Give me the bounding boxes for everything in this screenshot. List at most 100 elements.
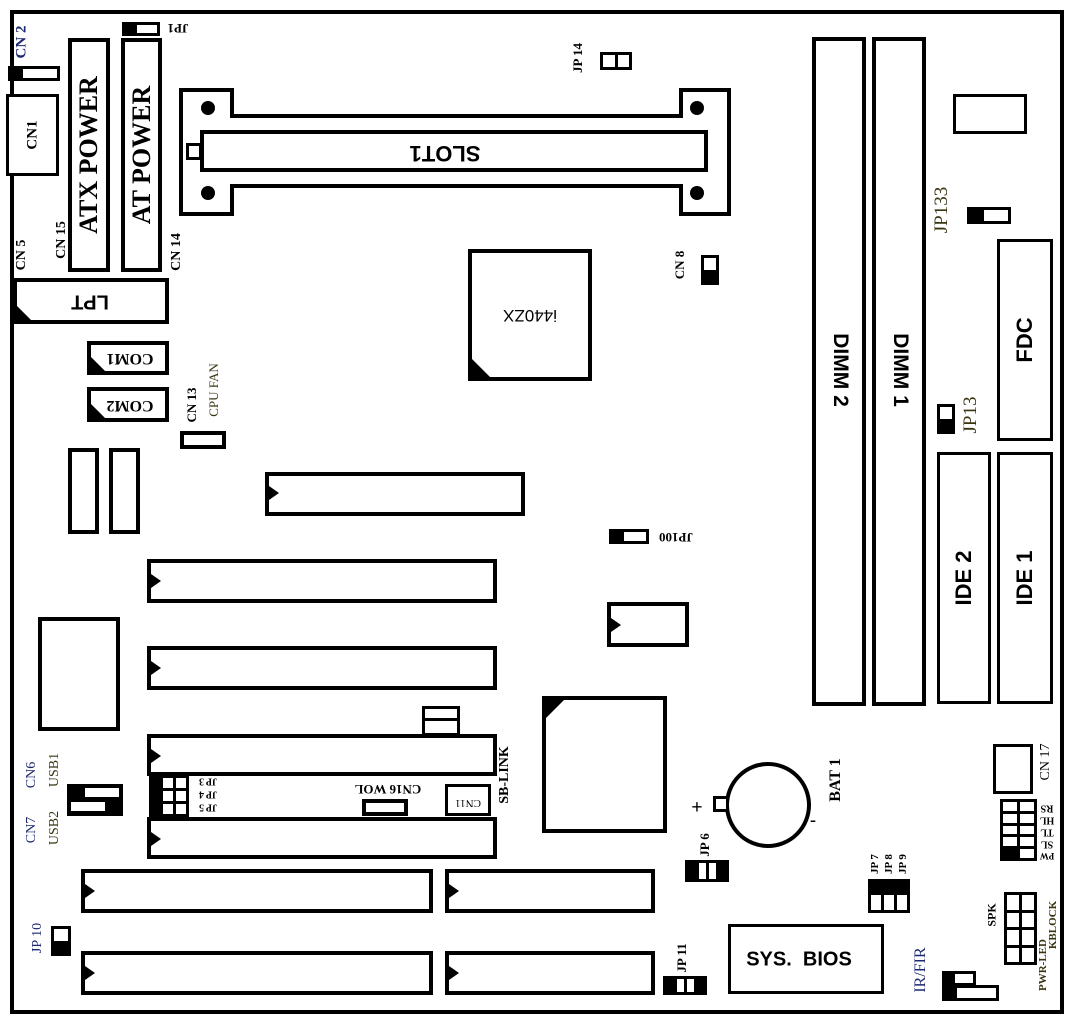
cn16-wol-label: CN16 WOL	[354, 782, 422, 797]
rs-label: RS	[1040, 802, 1054, 814]
cn5-label: CN 5	[14, 239, 29, 271]
jp10-label: JP 10	[30, 922, 45, 954]
component-top-right	[953, 94, 1027, 134]
jp3-label: JP 3	[198, 775, 218, 787]
cn17-connector	[993, 744, 1033, 794]
agp-slot	[265, 472, 525, 516]
spk-label: SPK	[984, 903, 999, 927]
ide1-connector	[997, 452, 1053, 704]
cn14-label: CN 14	[169, 233, 184, 271]
isa-slot-1b	[445, 869, 655, 913]
ir-fir-label: IR/FIR	[912, 947, 929, 993]
small-chip	[607, 602, 689, 647]
jp133-label: JP133	[931, 186, 952, 234]
pci-slot-1	[147, 559, 497, 603]
dimm1-slot	[872, 37, 926, 706]
dimm2-slot	[812, 37, 866, 706]
cpu-fan-label: CPU FAN	[206, 363, 221, 417]
dimm2-label: DIMM 2	[829, 333, 852, 407]
cn8-jumper	[701, 255, 719, 285]
sl-label: SL	[1040, 838, 1054, 850]
front-panel-header	[1000, 799, 1037, 861]
i440zx-label: i440ZX	[503, 306, 557, 325]
kblock-label: KBLOCK	[1047, 900, 1059, 950]
atx-power-connector	[68, 38, 110, 272]
dimm1-label: DIMM 1	[889, 333, 912, 407]
io-chip	[38, 617, 120, 731]
cn11-label: CN11	[455, 797, 481, 809]
sys-bios-chip	[728, 924, 884, 994]
jp100-jumper	[609, 529, 649, 544]
jp133-jumper	[967, 207, 1011, 224]
cn15-label: CN 15	[54, 221, 69, 259]
com2-label: COM2	[106, 397, 154, 414]
cn13-label: CN 13	[184, 387, 199, 423]
ir-fir-connector	[942, 971, 976, 986]
atx-power-label: ATX POWER	[74, 76, 103, 234]
jp1-jumper	[122, 22, 160, 36]
jp8-label: JP 8	[883, 854, 895, 874]
jp3-jp5-jumpers	[149, 775, 189, 817]
sb-link-label: SB-LINK	[497, 746, 512, 804]
jp9-label: JP 9	[897, 854, 909, 874]
jp13-label: JP13	[960, 396, 981, 434]
jp13-jumper	[937, 404, 955, 434]
cn7-label: CN7	[24, 816, 39, 844]
ir-fir-connector-2	[942, 985, 999, 1001]
hl-label: HL	[1039, 814, 1055, 826]
jp6-jumper	[685, 860, 729, 882]
slot1-connector	[200, 130, 708, 172]
jp14-label: JP 14	[570, 43, 585, 73]
sb-link-connector	[422, 706, 460, 736]
battery-plus: +	[691, 796, 703, 819]
ide2-label: IDE 2	[951, 550, 976, 606]
cn2-label: CN 2	[13, 25, 30, 59]
pci-slot-4	[147, 817, 497, 859]
jp1-label: JP1	[167, 21, 189, 36]
com1-connector	[87, 341, 169, 375]
ide2-connector	[937, 452, 991, 704]
jp14-jumper	[600, 52, 632, 70]
slot1-key	[186, 143, 202, 160]
sys-bios-label: SYS. BIOS	[746, 948, 852, 971]
jp5-label: JP 5	[198, 801, 218, 813]
lpt-connector	[13, 278, 169, 324]
jp100-label: JP100	[659, 530, 693, 545]
cn16-wol-connector	[362, 799, 408, 816]
battery-terminal	[713, 796, 729, 812]
ide1-label: IDE 1	[1012, 550, 1037, 606]
com1-label: COM1	[106, 350, 154, 367]
jp10-jumper	[51, 926, 71, 956]
cn2-connector	[8, 66, 60, 81]
isa-slot-2	[81, 951, 433, 995]
tl-label: TL	[1040, 826, 1054, 838]
pw-label: PW	[1039, 851, 1055, 861]
pci-slot-3	[147, 734, 497, 776]
cn11-connector	[445, 784, 491, 816]
jp4-label: JP 4	[198, 788, 218, 800]
spk-header	[1004, 892, 1037, 965]
i440zx-chipset	[468, 249, 592, 381]
cpu-fan-connector	[180, 431, 226, 449]
fdc-connector	[997, 239, 1053, 441]
lpt-label: LPT	[71, 290, 109, 313]
pci-slot-2	[147, 646, 497, 690]
isa-slot-2b	[445, 951, 655, 995]
jp7-jp9-jumpers	[868, 879, 910, 913]
at-power-label: AT POWER	[127, 85, 156, 225]
cn8-label: CN 8	[672, 250, 687, 280]
usb-connector	[67, 784, 123, 816]
isa-slot-1	[81, 869, 433, 913]
at-power-connector	[121, 38, 162, 272]
jp11-jumper	[663, 976, 707, 995]
jp6-label: JP 6	[697, 833, 712, 857]
cn1-label: CN1	[24, 120, 41, 150]
jp7-label: JP 7	[869, 854, 881, 874]
south-bridge-chip	[542, 696, 667, 833]
battery-minus: -	[810, 809, 816, 830]
fdc-label: FDC	[1012, 317, 1037, 363]
usb1-label: USB1	[47, 752, 62, 788]
cn17-label: CN 17	[1038, 743, 1053, 781]
slot1-label: SLOT1	[409, 141, 481, 166]
